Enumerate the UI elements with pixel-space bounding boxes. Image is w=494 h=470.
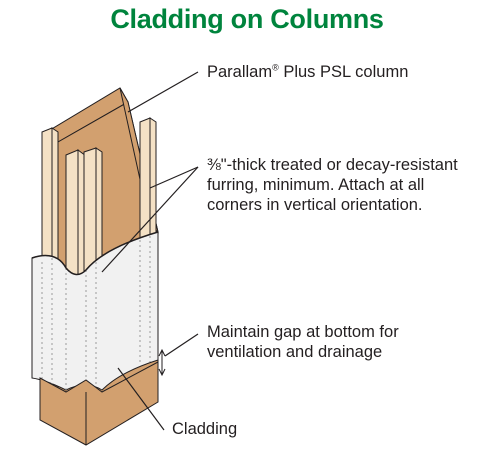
- callout-column: Parallam® Plus PSL column: [207, 62, 409, 81]
- leader-cladding: [117, 367, 165, 431]
- leader-lines: [101, 71, 199, 431]
- leader-furring-1: [149, 166, 199, 189]
- furring-strips: [41, 117, 157, 295]
- callout-gap: Maintain gap at bottom for ventilation a…: [207, 323, 399, 361]
- leader-column: [127, 71, 199, 113]
- cladding-wrap: [31, 231, 159, 391]
- leader-furring-2: [101, 166, 199, 273]
- diagram-title: Cladding on Columns: [110, 4, 384, 34]
- gap-dimension: [158, 348, 166, 377]
- callout-furring: ⅜"-thick treated or decay-resistant furr…: [207, 156, 458, 214]
- callout-cladding: Cladding: [172, 420, 238, 438]
- leader-gap: [164, 333, 199, 357]
